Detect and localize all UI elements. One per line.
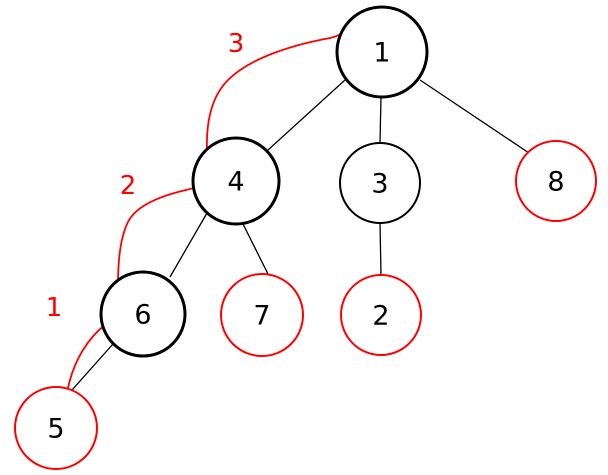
path-step-label-2: 2 <box>120 171 137 201</box>
node-circle-7[interactable] <box>220 273 304 357</box>
tree-edge <box>419 79 530 154</box>
tree-node-5[interactable]: 5 <box>14 386 98 470</box>
node-circle-4[interactable] <box>191 136 281 226</box>
tree-node-1[interactable]: 1 <box>335 5 429 99</box>
node-label-2: 2 <box>372 301 389 332</box>
tree-edge <box>379 222 382 276</box>
node-circle-5[interactable] <box>14 386 98 470</box>
node-label-6: 6 <box>134 300 151 331</box>
node-label-1: 1 <box>373 38 390 69</box>
tree-node-4[interactable]: 4 <box>191 136 281 226</box>
tree-node-7[interactable]: 7 <box>220 273 304 357</box>
tree-edge <box>242 223 269 275</box>
path-step-label-3: 3 <box>228 29 245 59</box>
path-step-label-1: 1 <box>46 293 63 323</box>
path-curve-3 <box>206 29 345 151</box>
nodes-layer: 1 4 3 8 6 7 2 5 <box>14 5 597 470</box>
tree-edge <box>169 212 208 278</box>
node-label-8: 8 <box>547 167 564 198</box>
tree-node-3[interactable]: 3 <box>339 142 421 224</box>
node-label-4: 4 <box>227 167 244 198</box>
edges-layer <box>71 79 530 391</box>
node-circle-3[interactable] <box>339 142 421 224</box>
tree-node-8[interactable]: 8 <box>515 140 597 222</box>
node-label-3: 3 <box>371 169 388 200</box>
node-circle-1[interactable] <box>335 5 429 99</box>
node-label-7: 7 <box>253 301 270 332</box>
step-labels-layer: 1 2 3 <box>46 29 245 323</box>
tree-node-6[interactable]: 6 <box>99 270 187 358</box>
tree-edge <box>267 79 346 151</box>
tree-node-2[interactable]: 2 <box>340 274 422 356</box>
node-circle-2[interactable] <box>340 274 422 356</box>
node-circle-6[interactable] <box>99 270 187 358</box>
tree-edge <box>71 343 114 391</box>
node-label-5: 5 <box>47 414 64 445</box>
node-circle-8[interactable] <box>515 140 597 222</box>
tree-edge <box>379 96 382 144</box>
